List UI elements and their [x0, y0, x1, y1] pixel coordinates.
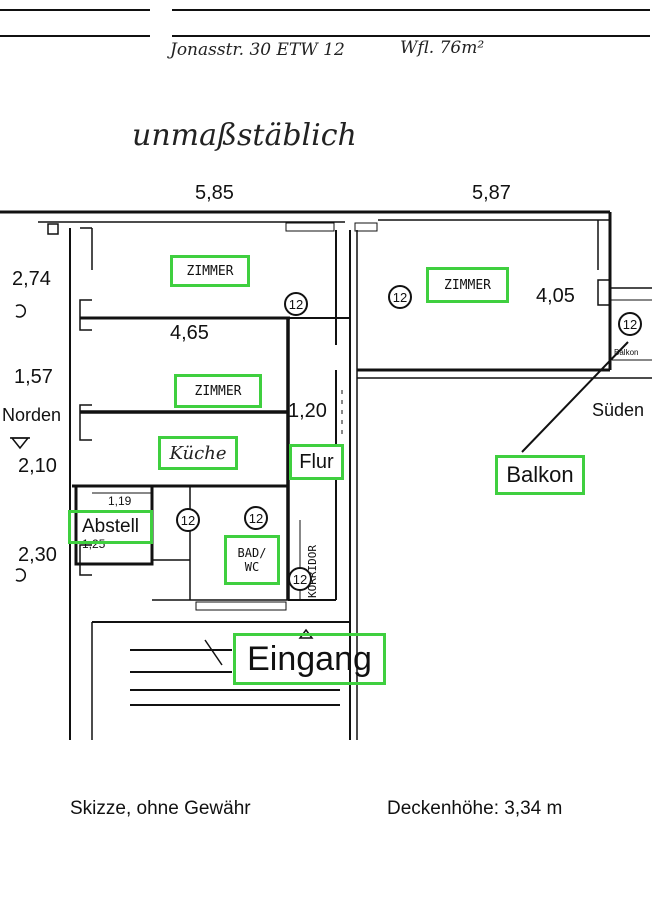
room-number-badge: 12 [388, 285, 412, 309]
north-label: Norden [2, 405, 62, 425]
room-label-abstell: Abstell [68, 510, 153, 544]
ceiling-height-text: Deckenhöhe: 3,34 m [387, 798, 563, 819]
room-number-badge: 12 [288, 567, 312, 591]
room-number-badge: 12 [176, 508, 200, 532]
dim-left-2-74: 2,74 [12, 268, 51, 290]
dim-left-2-10: 2,10 [18, 455, 57, 477]
room-label-zimmer-middle: ZIMMER [174, 374, 262, 408]
dim-top-left-width: 5,85 [195, 182, 234, 204]
dim-abstell-1-25: 1,25 [82, 537, 106, 551]
room-label-zimmer-right: ZIMMER [426, 267, 509, 303]
dim-left-1-57: 1,57 [14, 366, 53, 388]
room-label-eingang: Eingang [233, 633, 386, 685]
room-label-kueche: Küche [158, 436, 238, 470]
balkon-small-label: Balkon [614, 348, 639, 357]
south-label: Süden [592, 400, 645, 420]
dim-flur-1-20: 1,20 [288, 400, 327, 422]
dim-top-right-width: 5,87 [472, 182, 511, 204]
room-number-badge: 12 [618, 312, 642, 336]
room-label-flur: Flur [289, 444, 344, 480]
disclaimer-text: Skizze, ohne Gewähr [70, 798, 251, 819]
corridor-label: KORRIDOR [306, 545, 319, 598]
room-label-bad-wc: BAD/ WC [224, 535, 280, 585]
room-number-badge: 12 [244, 506, 268, 530]
dim-left-2-30: 2,30 [18, 544, 57, 566]
address-note: Jonasstr. 30 ETW 12 [170, 40, 345, 60]
area-note: Wfl. 76m² [400, 38, 485, 58]
room-number-badge: 12 [284, 292, 308, 316]
dim-inner-4-65: 4,65 [170, 322, 209, 344]
room-label-zimmer-top-left: ZIMMER [170, 255, 250, 287]
dim-right-4-05: 4,05 [536, 285, 575, 307]
scale-note: unmaßstäblich [132, 118, 357, 153]
room-label-balkon: Balkon [495, 455, 585, 495]
dim-abstell-1-19: 1,19 [108, 494, 132, 508]
